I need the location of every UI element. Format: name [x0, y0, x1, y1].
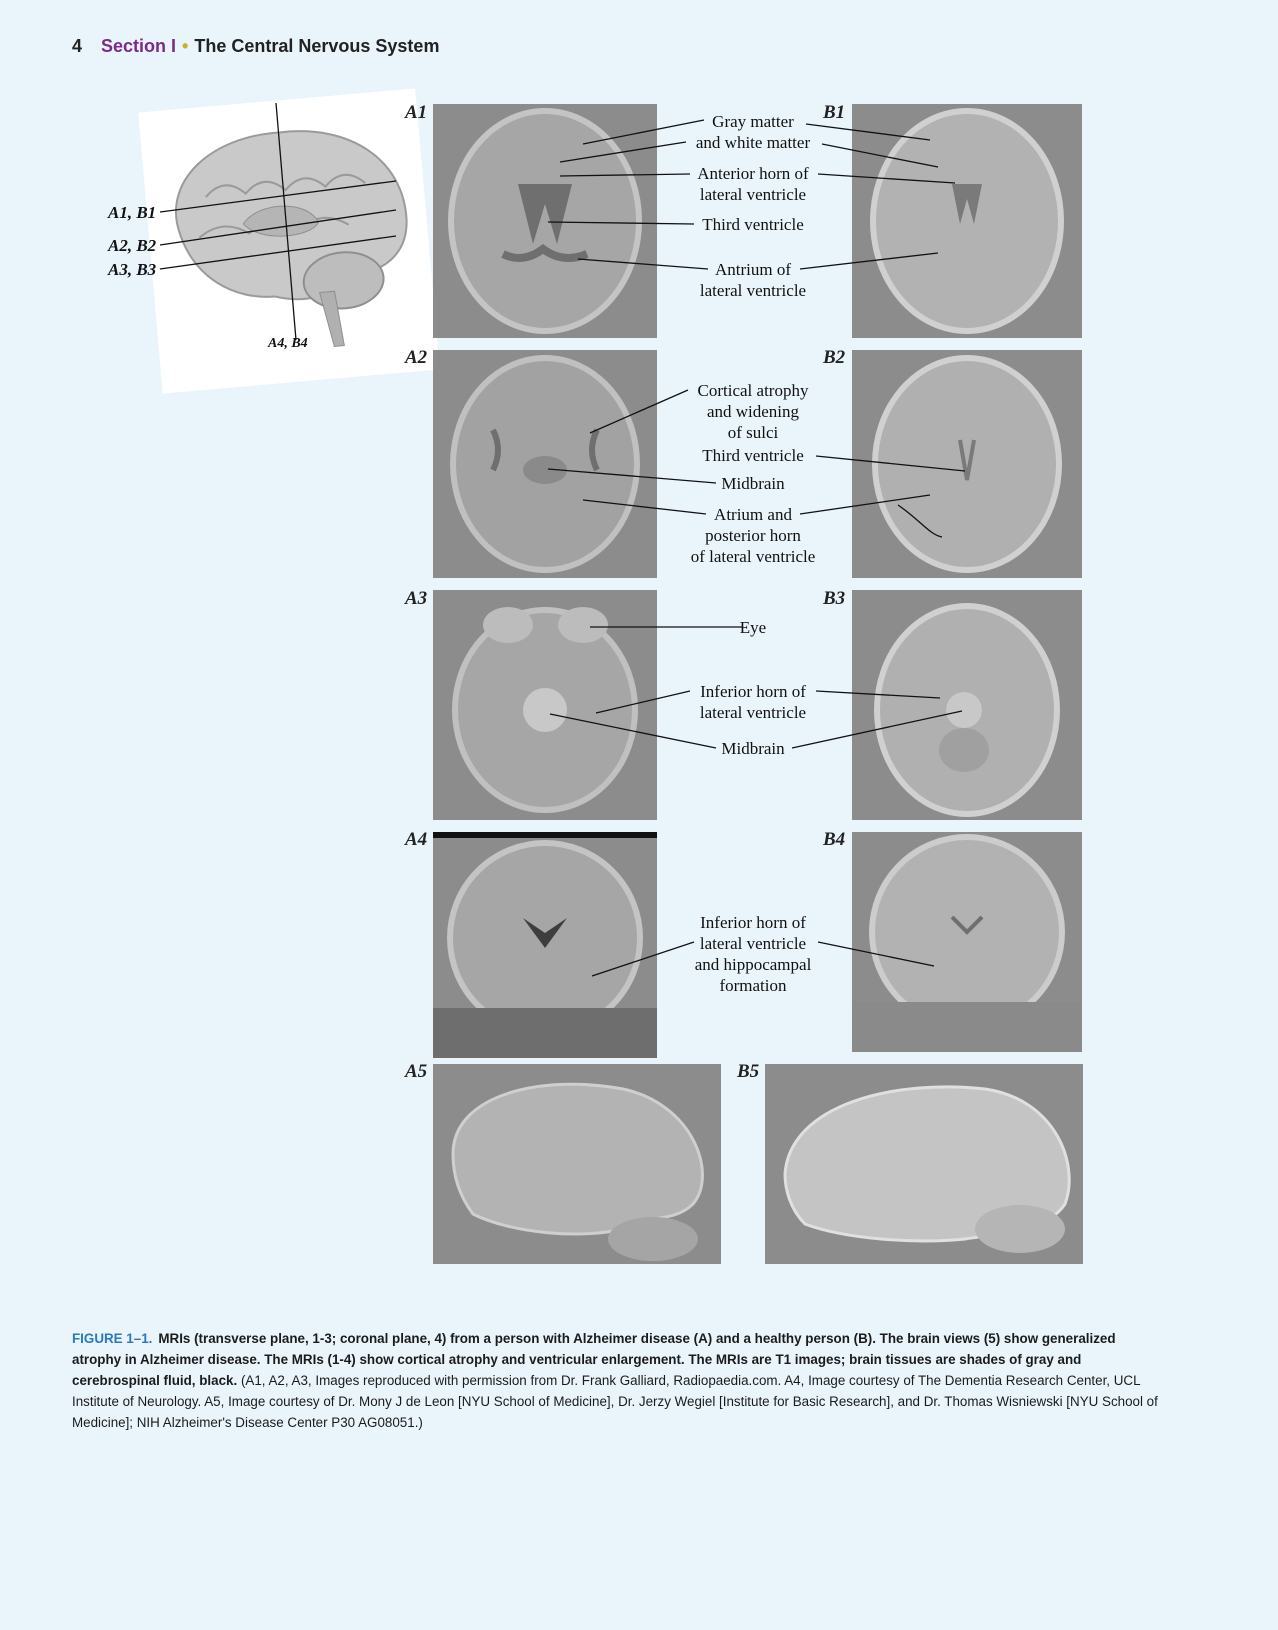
- mri-a3-image: [452, 607, 638, 813]
- label-third-ventricle-1: Third ventricle: [702, 215, 804, 234]
- panel-label-b4: B4: [823, 829, 846, 850]
- label-third-ventricle-2: Third ventricle: [702, 446, 804, 465]
- label-midbrain-2: Midbrain: [721, 739, 785, 758]
- mri-b3-image: [874, 603, 1060, 817]
- inset-label-2: A2, B2: [108, 236, 157, 255]
- label-eye: Eye: [739, 618, 767, 637]
- brain-photo-b5: [765, 1064, 1083, 1264]
- section-label: Section I: [101, 36, 177, 56]
- mri-b1: [852, 104, 1082, 338]
- figure-caption: FIGURE 1–1.MRIs (transverse plane, 1-3; …: [72, 1328, 1162, 1433]
- panel-label-b5: B5: [737, 1061, 760, 1082]
- chapter-title: The Central Nervous System: [194, 36, 440, 56]
- mri-b2: [852, 350, 1082, 578]
- panel-label-b3: B3: [823, 588, 846, 609]
- mri-a2: [433, 350, 657, 578]
- inset-label-3: A3, B3: [108, 260, 157, 279]
- mri-b2-image: [872, 355, 1062, 573]
- panel-label-a3: A3: [405, 588, 428, 609]
- brain-photo-a5: [433, 1064, 721, 1264]
- figure-label: FIGURE 1–1.: [72, 1331, 153, 1346]
- brain-a5-image: [451, 1082, 704, 1261]
- caption-credits: (A1, A2, A3, Images reproduced with perm…: [72, 1373, 1158, 1430]
- mri-b4: [852, 832, 1082, 1052]
- mri-b1-image: [870, 108, 1064, 334]
- panel-label-a2: A2: [405, 347, 428, 368]
- inset-label-1: A1, B1: [108, 203, 157, 222]
- panel-label-a1: A1: [405, 102, 428, 123]
- inset-label-4: A4, B4: [268, 336, 308, 351]
- panel-label-a4: A4: [405, 829, 428, 850]
- mri-b4-image: [852, 834, 1082, 1052]
- mri-a1: [433, 104, 657, 338]
- panel-label-b1: B1: [823, 102, 846, 123]
- label-midbrain-1: Midbrain: [721, 474, 785, 493]
- mri-a4-image: [433, 840, 657, 1058]
- running-header: 4 Section I•The Central Nervous System: [72, 36, 439, 57]
- mri-a3: [433, 590, 657, 820]
- mri-a4: [433, 832, 657, 1058]
- header-separator: •: [182, 36, 189, 56]
- brain-b5-image: [783, 1085, 1071, 1253]
- mri-a2-image: [450, 355, 640, 573]
- mri-a1-image: [448, 108, 642, 334]
- caption-main-text: MRIs (transverse plane, 1-3; coronal pla…: [72, 1331, 1116, 1388]
- page-number: 4: [72, 36, 83, 56]
- panel-label-a5: A5: [405, 1061, 428, 1082]
- mri-b3: [852, 590, 1082, 820]
- panel-label-b2: B2: [823, 347, 846, 368]
